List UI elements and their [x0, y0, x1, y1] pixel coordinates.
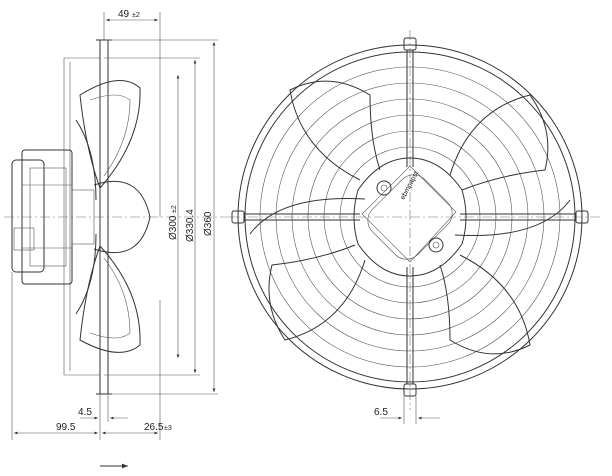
impeller-blades [249, 80, 571, 355]
dim-bottom: 4.5 99.5 26.5 ±3 [11, 272, 172, 440]
dim-bottom-depth-tol: ±3 [164, 425, 172, 432]
dim-dia-outer: Ø360 [203, 211, 214, 236]
dim-front-spacing-value: 6.5 [374, 407, 388, 418]
dim-bottom-small: 4.5 [78, 407, 92, 418]
terminal-box [13, 227, 35, 251]
dim-dia-inner-tol: ±2 [171, 205, 178, 213]
guard-rings [237, 44, 583, 390]
fan-blades-side [75, 79, 141, 353]
motor-housing [11, 149, 151, 285]
side-view: 49 ±2 Ø300 ±2 Ø330.4 Ø360 4.5 [4, 9, 230, 469]
dim-top-width: 49 ±2 [103, 9, 161, 217]
hub-screw-bottom [428, 237, 444, 253]
hub-screw-top [376, 180, 392, 196]
dim-bottom-overall: 99.5 [56, 422, 76, 433]
dim-diameters: Ø300 ±2 Ø330.4 Ø360 [104, 39, 218, 395]
dim-front-spacing: 6.5 [374, 396, 440, 424]
front-view: ebmpapst 6.5 [230, 30, 600, 424]
dim-top-width-value: 49 [118, 9, 130, 20]
dim-top-width-tol: ±2 [132, 12, 140, 19]
dim-dia-inner: Ø300 [168, 215, 179, 240]
dim-bottom-depth: 26.5 [144, 422, 164, 433]
dim-dia-mid: Ø330.4 [185, 209, 196, 242]
